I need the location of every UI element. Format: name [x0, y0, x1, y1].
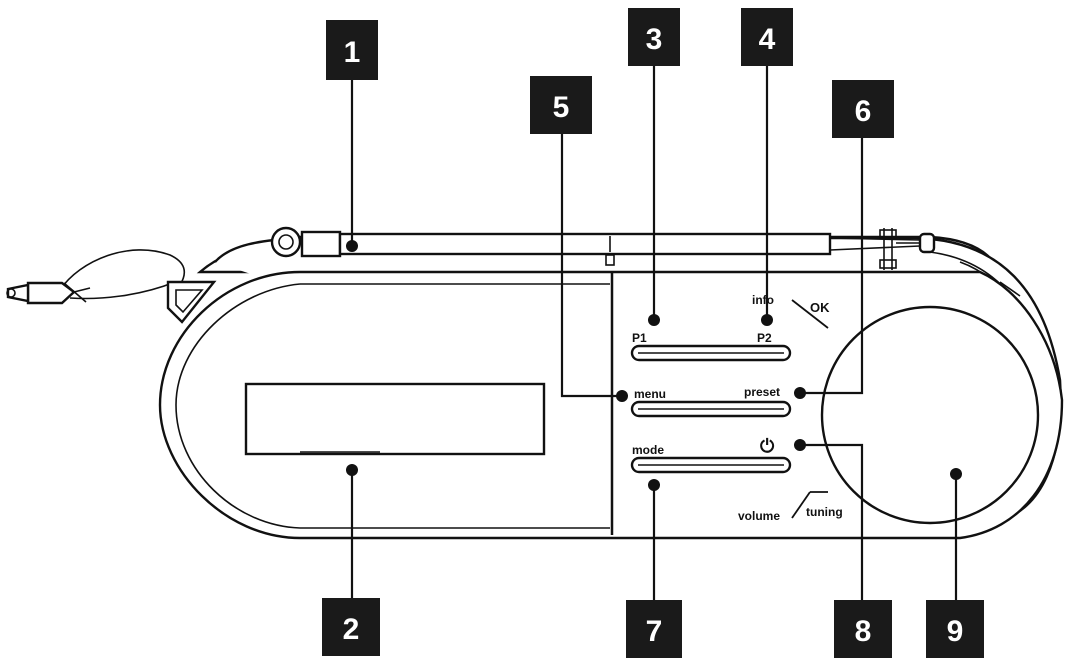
- callout-4: 4: [741, 8, 793, 66]
- svg-text:8: 8: [855, 615, 872, 648]
- svg-text:1: 1: [344, 36, 361, 69]
- svg-text:3: 3: [646, 23, 663, 56]
- power-icon: ⏻: [760, 436, 775, 456]
- callout-3: 3: [628, 8, 680, 66]
- radio-back-slot: [999, 281, 1021, 297]
- svg-text:6: 6: [855, 95, 872, 128]
- label-preset: preset: [744, 385, 780, 399]
- lcd-display: [244, 382, 546, 456]
- callout-1: 1: [326, 20, 378, 80]
- dot-2: [346, 464, 358, 476]
- info-ok-slash: [791, 299, 829, 329]
- telescopic-antenna: [270, 226, 936, 270]
- callout-9: 9: [926, 600, 984, 658]
- svg-text:5: 5: [553, 91, 570, 124]
- mode-power-bar[interactable]: [630, 456, 792, 474]
- volume-tuning-knob[interactable]: [820, 305, 1040, 525]
- carry-strap: [6, 249, 186, 305]
- callout-5: 5: [530, 76, 592, 134]
- preset-buttons-bar[interactable]: [630, 344, 792, 362]
- leader-8: [800, 443, 864, 600]
- callout-6: 6: [832, 80, 894, 138]
- label-p2: P2: [757, 331, 772, 345]
- strap-bracket: [166, 280, 217, 324]
- label-tuning: tuning: [806, 505, 843, 519]
- dot-8: [794, 439, 806, 451]
- label-info: info: [752, 293, 774, 307]
- svg-text:7: 7: [646, 615, 663, 648]
- callout-2: 2: [322, 598, 380, 656]
- leader-6: [800, 130, 864, 395]
- svg-text:2: 2: [343, 613, 360, 646]
- dot-9: [950, 468, 962, 480]
- callout-8: 8: [834, 600, 892, 658]
- svg-text:9: 9: [947, 615, 964, 648]
- dot-5: [616, 390, 628, 402]
- dot-4: [761, 314, 773, 326]
- leader-5: [560, 126, 622, 398]
- callout-7: 7: [626, 600, 682, 658]
- label-menu: menu: [634, 387, 666, 401]
- svg-text:4: 4: [759, 23, 776, 56]
- label-volume: volume: [738, 509, 780, 523]
- volume-tuning-slash: [791, 491, 811, 519]
- menu-preset-bar[interactable]: [630, 400, 792, 418]
- dot-7: [648, 479, 660, 491]
- dot-6: [794, 387, 806, 399]
- label-ok: OK: [810, 300, 830, 315]
- label-p1: P1: [632, 331, 647, 345]
- label-mode: mode: [632, 443, 664, 457]
- dot-1: [346, 240, 358, 252]
- dot-3: [648, 314, 660, 326]
- radio-front-bevel: [175, 283, 301, 529]
